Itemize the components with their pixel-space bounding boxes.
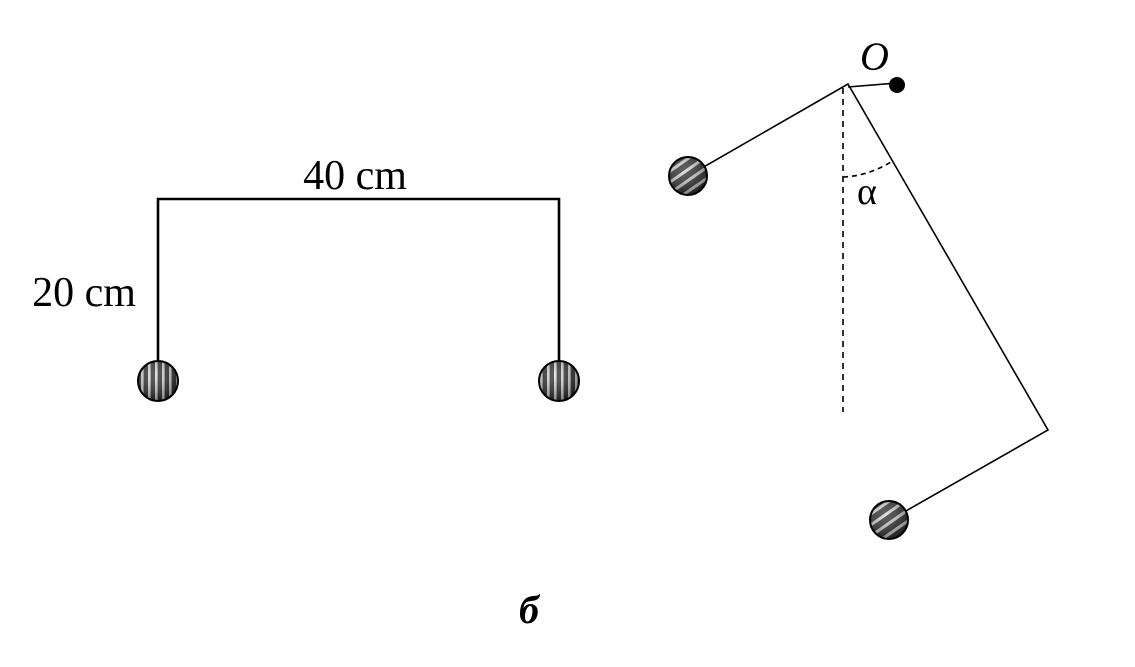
frame-a bbox=[156, 197, 561, 380]
ball-icon bbox=[538, 360, 580, 402]
pivot-connector bbox=[847, 82, 898, 88]
pivot-label: O bbox=[860, 34, 889, 79]
ball-icon bbox=[137, 360, 179, 402]
angle-label: α bbox=[857, 171, 877, 213]
width-label: 40 cm bbox=[303, 153, 407, 199]
figure-a: 40 cm 20 cm bbox=[32, 153, 580, 402]
angle-arc bbox=[842, 161, 892, 178]
figure-b: O α bbox=[668, 34, 1050, 540]
ball-icon bbox=[668, 156, 708, 196]
ball-icon bbox=[869, 500, 909, 540]
pivot-point bbox=[889, 77, 905, 93]
frame-b bbox=[687, 82, 1050, 521]
figure-caption: б bbox=[519, 587, 541, 632]
height-label: 20 cm bbox=[32, 270, 136, 316]
